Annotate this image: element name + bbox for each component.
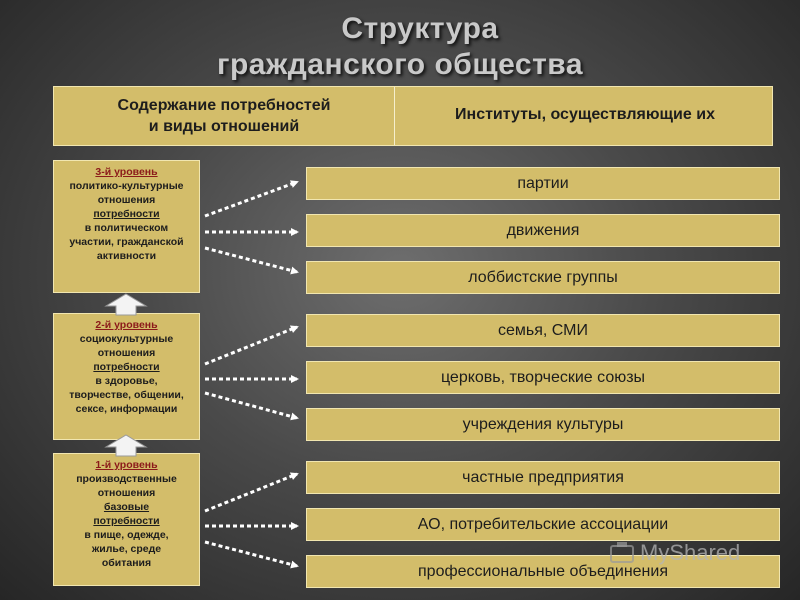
up-arrow-icon: [104, 293, 148, 316]
header-table: Содержание потребностей и виды отношений…: [53, 86, 773, 146]
institution-church-unions: церковь, творческие союзы: [306, 361, 780, 394]
level-3-line-e: активности: [96, 250, 157, 262]
institution-movements: движения: [306, 214, 780, 247]
connector-arrow: [204, 325, 299, 366]
watermark-text: MyShared: [640, 540, 741, 565]
level-2-line-d: творчестве, общении,: [69, 389, 184, 401]
connector-arrow: [204, 472, 299, 513]
header-needs: Содержание потребностей и виды отношений: [54, 95, 394, 137]
level-3-line-b: отношения: [97, 194, 156, 206]
level-2-label: 2-й уровень: [95, 319, 158, 331]
level-1-label: 1-й уровень: [95, 459, 158, 471]
level-3-needs: потребности: [93, 208, 160, 220]
level-3-line-a: политико-культурные: [69, 180, 184, 192]
level-2-line-e: сексе, информации: [75, 403, 178, 415]
connector-arrow: [204, 246, 299, 275]
level-3-line-d: участии, гражданской: [69, 236, 184, 248]
header-divider: [394, 87, 395, 145]
institution-parties: партии: [306, 167, 780, 200]
institution-culture: учреждения культуры: [306, 408, 780, 441]
header-needs-line-2: и виды отношений: [148, 118, 300, 135]
level-2-needs: потребности: [93, 361, 160, 373]
level-1-basic: базовые: [103, 501, 150, 513]
institution-jsc-associations: АО, потребительские ассоциации: [306, 508, 780, 541]
level-2-line-a: социокультурные: [79, 333, 174, 345]
level-1-line-e: обитания: [101, 557, 152, 569]
level-1-line-c: в пище, одежде,: [84, 529, 169, 541]
connector-arrow: [204, 540, 299, 569]
level-1-box: 1-й уровень производственные отношения б…: [53, 453, 200, 586]
institution-family-media: семья, СМИ: [306, 314, 780, 347]
level-3-line-c: в политическом: [84, 222, 169, 234]
level-2-line-b: отношения: [97, 347, 156, 359]
connector-arrow: [204, 180, 299, 218]
institution-lobby-groups: лоббистские группы: [306, 261, 780, 294]
level-2-line-c: в здоровье,: [95, 375, 158, 387]
header-institutions: Институты, осуществляющие их: [455, 106, 715, 123]
level-1-needs: потребности: [93, 515, 160, 527]
watermark-logo-icon: [610, 542, 634, 563]
title-line-2: гражданского общества: [216, 48, 584, 81]
header-needs-line-1: Содержание потребностей: [117, 97, 331, 114]
institution-professional-unions: профессиональные объединения: [306, 555, 780, 588]
institution-private-enterprises: частные предприятия: [306, 461, 780, 494]
level-3-label: 3-й уровень: [95, 166, 158, 178]
level-2-box: 2-й уровень социокультурные отношения по…: [53, 313, 200, 440]
title-line-1: Структура: [341, 12, 499, 45]
level-1-line-d: жилье, среде: [91, 543, 162, 555]
connector-arrow: [204, 391, 299, 421]
level-3-box: 3-й уровень политико-культурные отношени…: [53, 160, 200, 293]
level-1-line-a: производственные: [76, 473, 177, 485]
up-arrow-icon: [104, 434, 148, 457]
level-1-line-b: отношения: [97, 487, 156, 499]
